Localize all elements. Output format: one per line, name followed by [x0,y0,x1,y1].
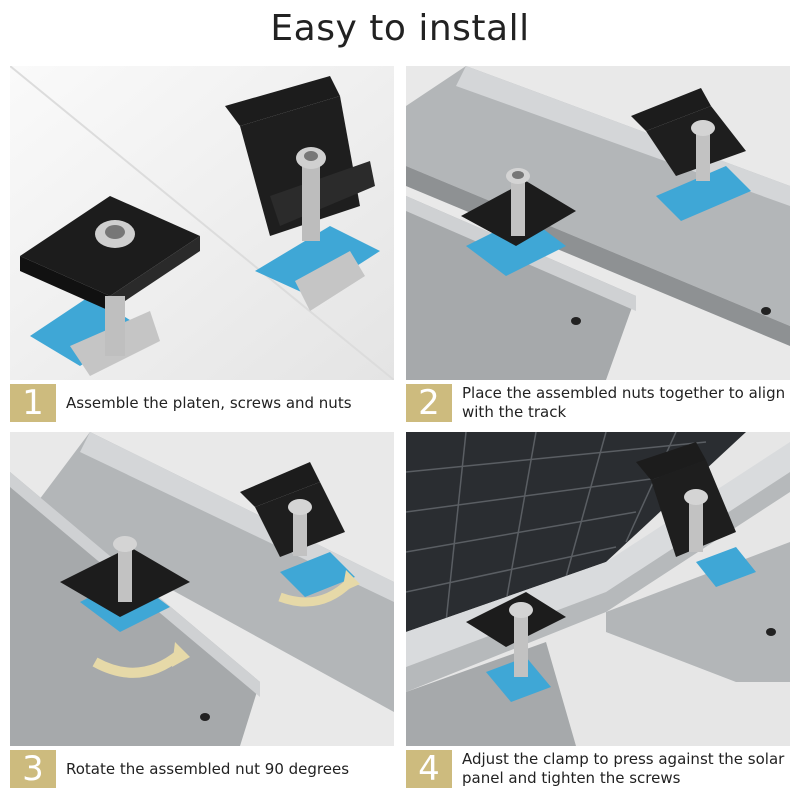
step-4-photo [406,432,790,746]
step-1: 1 Assemble the platen, screws and nuts [10,382,394,424]
end-clamp-illustration [225,76,380,311]
step-number: 4 [406,750,452,788]
step-2: 2 Place the assembled nuts together to a… [406,382,790,424]
step-caption: Adjust the clamp to press against the so… [462,750,785,787]
step-caption: Rotate the assembled nut 90 degrees [66,759,350,778]
mid-clamp-illustration [461,168,576,276]
step-number: 2 [406,384,452,422]
mid-clamp-illustration [20,196,200,376]
step-caption: Assemble the platen, screws and nuts [66,393,352,412]
step-1-photo [10,66,394,380]
end-clamp-illustration [631,88,751,221]
mid-clamp-illustration [466,592,566,702]
step-caption: Place the assembled nuts together to ali… [462,384,786,421]
mid-clamp-illustration [60,536,190,678]
step-number: 1 [10,384,56,422]
end-clamp-illustration [636,442,756,587]
step-number: 3 [10,750,56,788]
end-clamp-illustration [240,462,360,607]
step-2-photo [406,66,790,380]
step-3: 3 Rotate the assembled nut 90 degrees [10,748,394,790]
page-title: Easy to install [270,8,530,49]
step-4: 4 Adjust the clamp to press against the … [406,748,790,790]
step-3-photo [10,432,394,746]
